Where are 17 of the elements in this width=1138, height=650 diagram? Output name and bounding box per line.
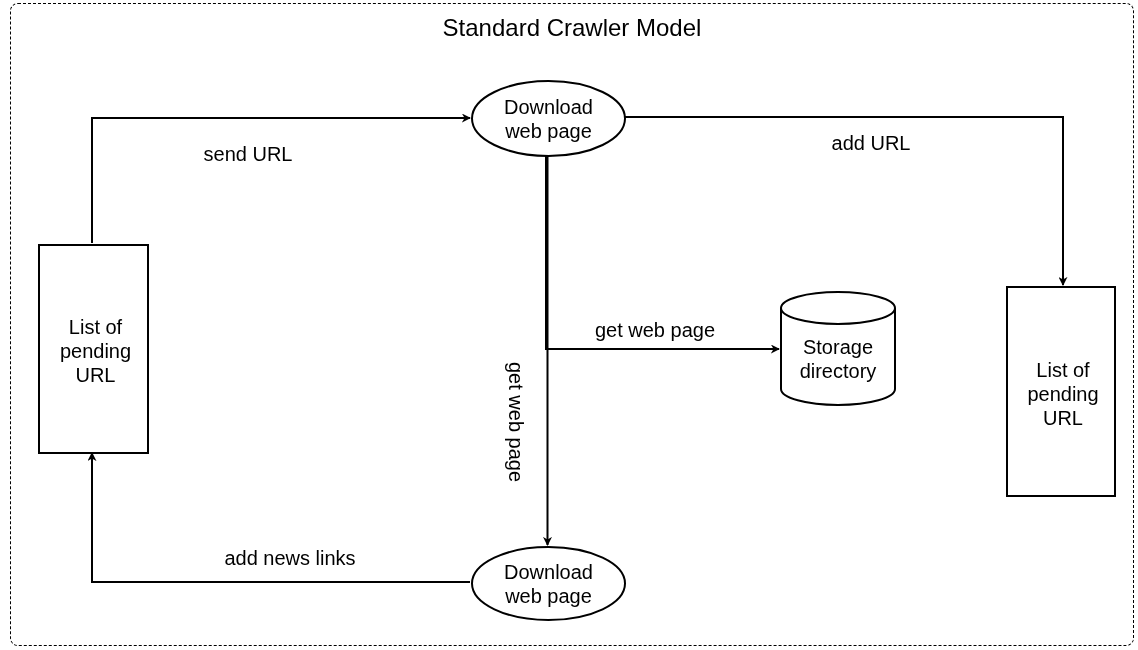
group-label: Standard Crawler Model xyxy=(442,14,702,43)
arrow xyxy=(87,452,471,583)
arrow xyxy=(543,155,552,546)
node-label: List of pending URL xyxy=(58,315,133,387)
node-label: Storage directory xyxy=(798,335,878,383)
process-ellipse xyxy=(471,80,626,157)
storage-cylinder xyxy=(780,292,896,406)
node-label: Download web page xyxy=(503,559,594,608)
arrow xyxy=(91,113,471,244)
list-box xyxy=(38,244,149,454)
diagram-frame xyxy=(10,3,1134,646)
arrow xyxy=(624,116,1068,286)
list-box xyxy=(1006,286,1116,497)
arrow xyxy=(545,155,780,354)
node-label: Download web page xyxy=(503,94,594,143)
process-ellipse xyxy=(471,546,626,621)
node-label: List of pending URL xyxy=(1026,357,1100,430)
